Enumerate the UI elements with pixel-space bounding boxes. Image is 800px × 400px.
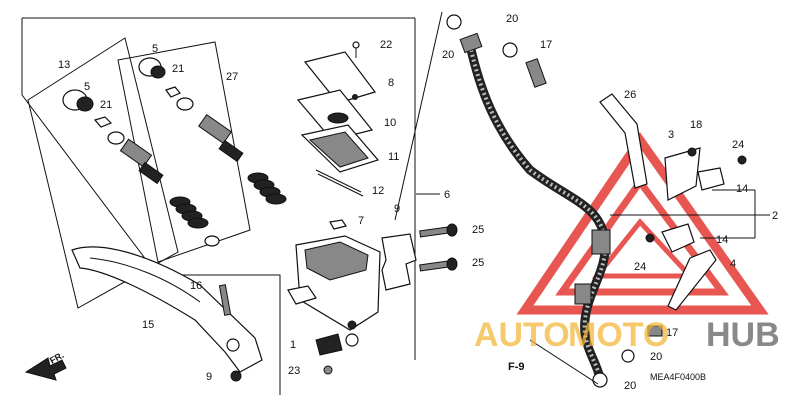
label-14b: 14 xyxy=(716,234,728,246)
label-4: 4 xyxy=(730,258,736,270)
ref-label: F-9 xyxy=(508,361,525,373)
kit-box-13 xyxy=(27,37,179,309)
label-3: 3 xyxy=(668,129,674,141)
label-5b: 5 xyxy=(152,43,158,55)
watermark-hub: HUB xyxy=(706,316,780,354)
label-18: 18 xyxy=(690,119,702,131)
diagram-code: MEA4F0400B xyxy=(650,372,706,382)
label-5a: 5 xyxy=(84,81,90,93)
label-8: 8 xyxy=(388,77,394,89)
label-12: 12 xyxy=(372,185,384,197)
label-25a: 25 xyxy=(472,224,484,236)
brake-hose xyxy=(446,14,635,388)
label-27: 27 xyxy=(226,71,238,83)
label-20c: 20 xyxy=(650,351,662,363)
label-9b: 9 xyxy=(206,371,212,383)
label-20d: 20 xyxy=(624,380,636,392)
label-26: 26 xyxy=(624,89,636,101)
front-arrow xyxy=(24,357,67,381)
label-9a: 9 xyxy=(394,203,400,215)
label-20b: 20 xyxy=(506,13,518,25)
reservoir-cap-stack xyxy=(296,41,380,197)
label-7: 7 xyxy=(358,215,364,227)
label-25b: 25 xyxy=(472,257,484,269)
clamp-9 xyxy=(381,233,417,291)
brake-switch-1 xyxy=(315,333,343,375)
watermark-logo: AUTO MOTO HUB xyxy=(474,316,780,354)
bolts-25 xyxy=(419,223,458,272)
label-23: 23 xyxy=(288,365,300,377)
kit-box-27 xyxy=(117,41,251,263)
label-6: 6 xyxy=(444,189,450,201)
callout-lines xyxy=(416,189,770,385)
label-21a: 21 xyxy=(100,99,112,111)
label-14a: 14 xyxy=(736,183,748,195)
brake-lever-15 xyxy=(71,246,263,382)
part-labels: 13 5 21 5 21 27 22 8 10 11 12 7 6 9 25 2… xyxy=(48,13,778,392)
label-1: 1 xyxy=(290,339,296,351)
leader-divider xyxy=(394,11,443,221)
label-16: 16 xyxy=(190,280,202,292)
label-21b: 21 xyxy=(172,63,184,75)
label-22: 22 xyxy=(380,39,392,51)
watermark-moto: MOTO xyxy=(568,316,669,354)
piston-kit-27 xyxy=(138,57,287,205)
label-24a: 24 xyxy=(732,139,744,151)
label-13: 13 xyxy=(58,59,70,71)
piston-kit-13 xyxy=(62,89,220,247)
label-11: 11 xyxy=(388,151,399,163)
label-10: 10 xyxy=(384,117,396,129)
hose-brackets xyxy=(599,93,747,337)
label-2: 2 xyxy=(772,210,778,222)
label-24b: 24 xyxy=(634,261,646,273)
label-20a: 20 xyxy=(442,49,454,61)
label-15: 15 xyxy=(142,319,154,331)
master-cylinder-body xyxy=(287,219,381,347)
label-17b: 17 xyxy=(666,327,678,339)
label-17a: 17 xyxy=(540,39,552,51)
watermark-auto: AUTO xyxy=(474,316,570,354)
